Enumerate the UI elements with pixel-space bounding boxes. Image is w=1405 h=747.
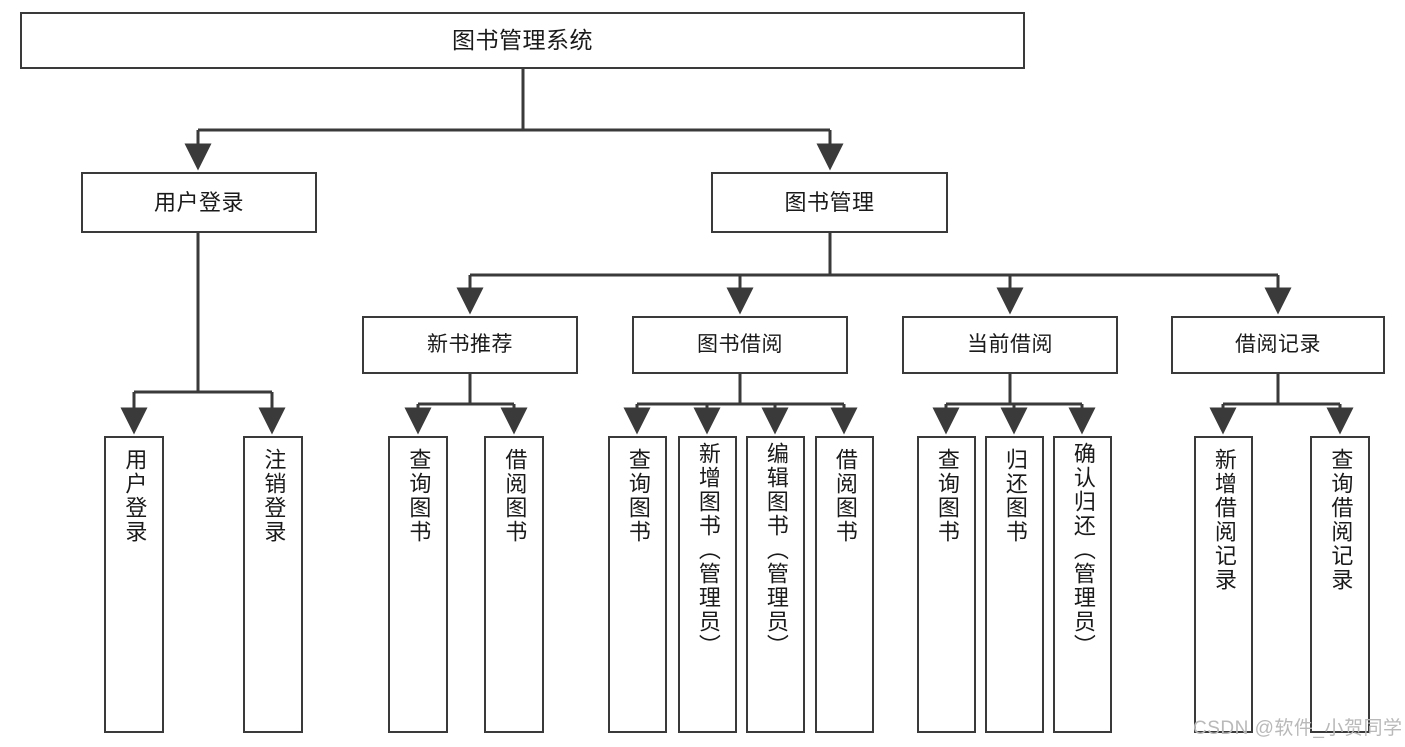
leaf-new-book-borrow[interactable]: 借阅图书: [484, 436, 544, 733]
node-current-borrow-label: 当前借阅: [967, 332, 1053, 356]
leaf-borrow-record-add[interactable]: 新增借阅记录: [1194, 436, 1253, 733]
leaf-borrow-record-add-label: 新增借阅记录: [1211, 448, 1237, 592]
leaf-current-borrow-return[interactable]: 归还图书: [985, 436, 1044, 733]
leaf-book-borrow-edit[interactable]: 编辑图书（管理员）: [746, 436, 805, 733]
node-book-borrow[interactable]: 图书借阅: [632, 316, 848, 374]
leaf-new-book-query-label: 查询图书: [406, 448, 432, 544]
leaf-borrow-record-query[interactable]: 查询借阅记录: [1310, 436, 1370, 733]
leaf-book-borrow-edit-label: 编辑图书（管理员）: [763, 442, 789, 658]
leaf-book-borrow-query-label: 查询图书: [625, 448, 651, 544]
leaf-book-borrow-borrow-label: 借阅图书: [832, 448, 858, 544]
node-borrow-record[interactable]: 借阅记录: [1171, 316, 1385, 374]
node-book-borrow-label: 图书借阅: [697, 332, 783, 356]
leaf-new-book-borrow-label: 借阅图书: [502, 448, 528, 544]
leaf-current-borrow-return-label: 归还图书: [1002, 448, 1028, 544]
leaf-book-borrow-query[interactable]: 查询图书: [608, 436, 667, 733]
node-user-login-label: 用户登录: [153, 189, 244, 215]
node-borrow-record-label: 借阅记录: [1235, 332, 1321, 356]
leaf-book-borrow-add[interactable]: 新增图书（管理员）: [678, 436, 737, 733]
node-root[interactable]: 图书管理系统: [20, 12, 1025, 69]
leaf-current-borrow-query[interactable]: 查询图书: [917, 436, 976, 733]
leaf-user-login-logout[interactable]: 注销登录: [243, 436, 303, 733]
node-new-book-recommend-label: 新书推荐: [427, 332, 513, 356]
leaf-book-borrow-borrow[interactable]: 借阅图书: [815, 436, 874, 733]
node-book-management-label: 图书管理: [784, 189, 875, 215]
leaf-book-borrow-add-label: 新增图书（管理员）: [695, 442, 721, 658]
node-root-label: 图书管理系统: [452, 26, 593, 53]
leaf-user-login-login-label: 用户登录: [122, 448, 148, 544]
node-user-login[interactable]: 用户登录: [81, 172, 317, 233]
leaf-current-borrow-confirm-label: 确认归还（管理员）: [1070, 442, 1096, 658]
leaf-current-borrow-query-label: 查询图书: [934, 448, 960, 544]
node-new-book-recommend[interactable]: 新书推荐: [362, 316, 578, 374]
csdn-watermark: CSDN @软件_小贺同学: [1193, 718, 1403, 739]
leaf-borrow-record-query-label: 查询借阅记录: [1328, 448, 1354, 592]
leaf-user-login-logout-label: 注销登录: [261, 448, 287, 544]
node-book-management[interactable]: 图书管理: [711, 172, 948, 233]
leaf-user-login-login[interactable]: 用户登录: [104, 436, 164, 733]
node-current-borrow[interactable]: 当前借阅: [902, 316, 1118, 374]
leaf-current-borrow-confirm[interactable]: 确认归还（管理员）: [1053, 436, 1112, 733]
leaf-new-book-query[interactable]: 查询图书: [388, 436, 448, 733]
